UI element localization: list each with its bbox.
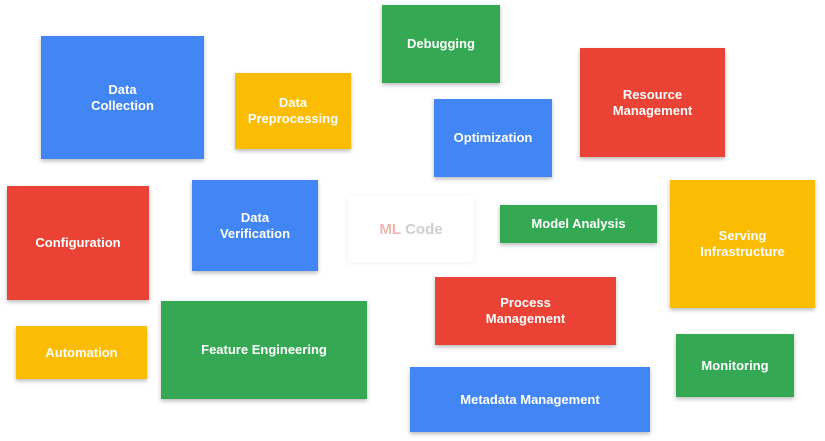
debugging-box: Debugging	[382, 5, 500, 83]
model-analysis-box: Model Analysis	[500, 205, 657, 243]
serving-infrastructure-box: Serving Infrastructure	[670, 180, 815, 308]
metadata-management-box: Metadata Management	[410, 367, 650, 432]
configuration-box: Configuration	[7, 186, 149, 300]
process-management-box: Process Management	[435, 277, 616, 345]
optimization-box: Optimization	[434, 99, 552, 177]
resource-management-box: Resource Management	[580, 48, 725, 157]
feature-engineering-box: Feature Engineering	[161, 301, 367, 399]
data-verification-box: Data Verification	[192, 180, 318, 271]
data-collection-box: Data Collection	[41, 36, 204, 159]
code-label: Code	[405, 220, 443, 238]
automation-box: Automation	[16, 326, 147, 379]
monitoring-box: Monitoring	[676, 334, 794, 397]
ml-code-center: ML Code	[348, 196, 474, 262]
ml-label: ML	[379, 220, 402, 238]
data-preprocessing-box: Data Preprocessing	[235, 73, 351, 149]
